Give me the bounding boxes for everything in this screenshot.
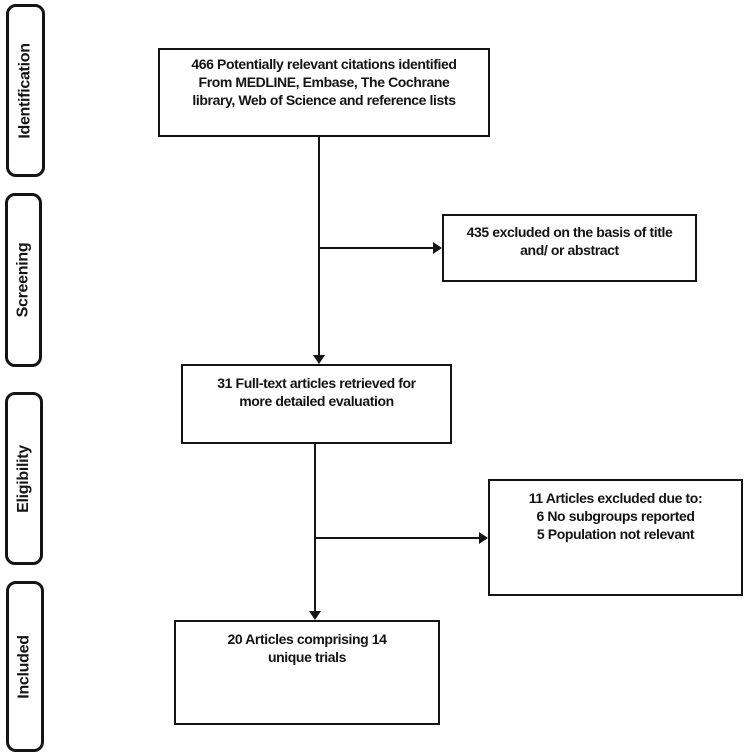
box-excluded-eligibility-line-2: 6 No subgroups reported — [536, 508, 695, 524]
stage-screening-label: Screening — [14, 242, 32, 318]
box-citations-identified: 466 Potentially relevant citations ident… — [158, 48, 490, 137]
box-excluded-eligibility: 11 Articles excluded due to: 6 No subgro… — [488, 479, 743, 596]
box-fulltext-retrieved-line-2: more detailed evaluation — [239, 393, 394, 409]
arrowhead-down-to-included — [309, 611, 321, 620]
stage-eligibility-label: Eligibility — [15, 444, 33, 513]
box-excluded-screening-line-1: 435 excluded on the basis of title — [466, 224, 673, 240]
connector-fulltext-to-included — [314, 444, 316, 612]
stage-included-label: Included — [16, 634, 34, 699]
box-excluded-eligibility-line-3: 5 Population not relevant — [536, 526, 695, 542]
box-fulltext-retrieved: 31 Full-text articles retrieved for more… — [181, 364, 452, 444]
connector-branch-excluded-screening — [318, 247, 434, 249]
stage-included: Included — [6, 581, 44, 752]
box-citations-identified-line-1: 466 Potentially relevant citations ident… — [191, 56, 457, 72]
box-excluded-eligibility-line-1: 11 Articles excluded due to: — [528, 490, 703, 506]
stage-eligibility: Eligibility — [5, 392, 43, 565]
arrowhead-down-to-fulltext — [313, 355, 325, 364]
box-included-articles-line-2: unique trials — [267, 649, 347, 665]
box-excluded-screening-line-2: and/ or abstract — [520, 242, 619, 258]
box-included-articles-line-1: 20 Articles comprising 14 — [227, 631, 387, 647]
stage-identification: Identification — [6, 4, 45, 177]
connector-branch-excluded-eligibility — [314, 537, 480, 539]
box-included-articles: 20 Articles comprising 14 unique trials — [174, 620, 440, 725]
arrowhead-right-excluded-eligibility — [479, 532, 488, 544]
stage-identification-label: Identification — [16, 42, 34, 139]
connector-identified-to-fulltext — [318, 137, 320, 356]
arrowhead-right-excluded-screening — [433, 242, 442, 254]
box-excluded-screening: 435 excluded on the basis of title and/ … — [442, 214, 697, 282]
box-fulltext-retrieved-line-1: 31 Full-text articles retrieved for — [217, 375, 416, 391]
stage-screening: Screening — [5, 193, 42, 367]
box-citations-identified-line-3: library, Web of Science and reference li… — [192, 92, 456, 108]
box-citations-identified-line-2: From MEDLINE, Embase, The Cochrane — [198, 74, 450, 90]
